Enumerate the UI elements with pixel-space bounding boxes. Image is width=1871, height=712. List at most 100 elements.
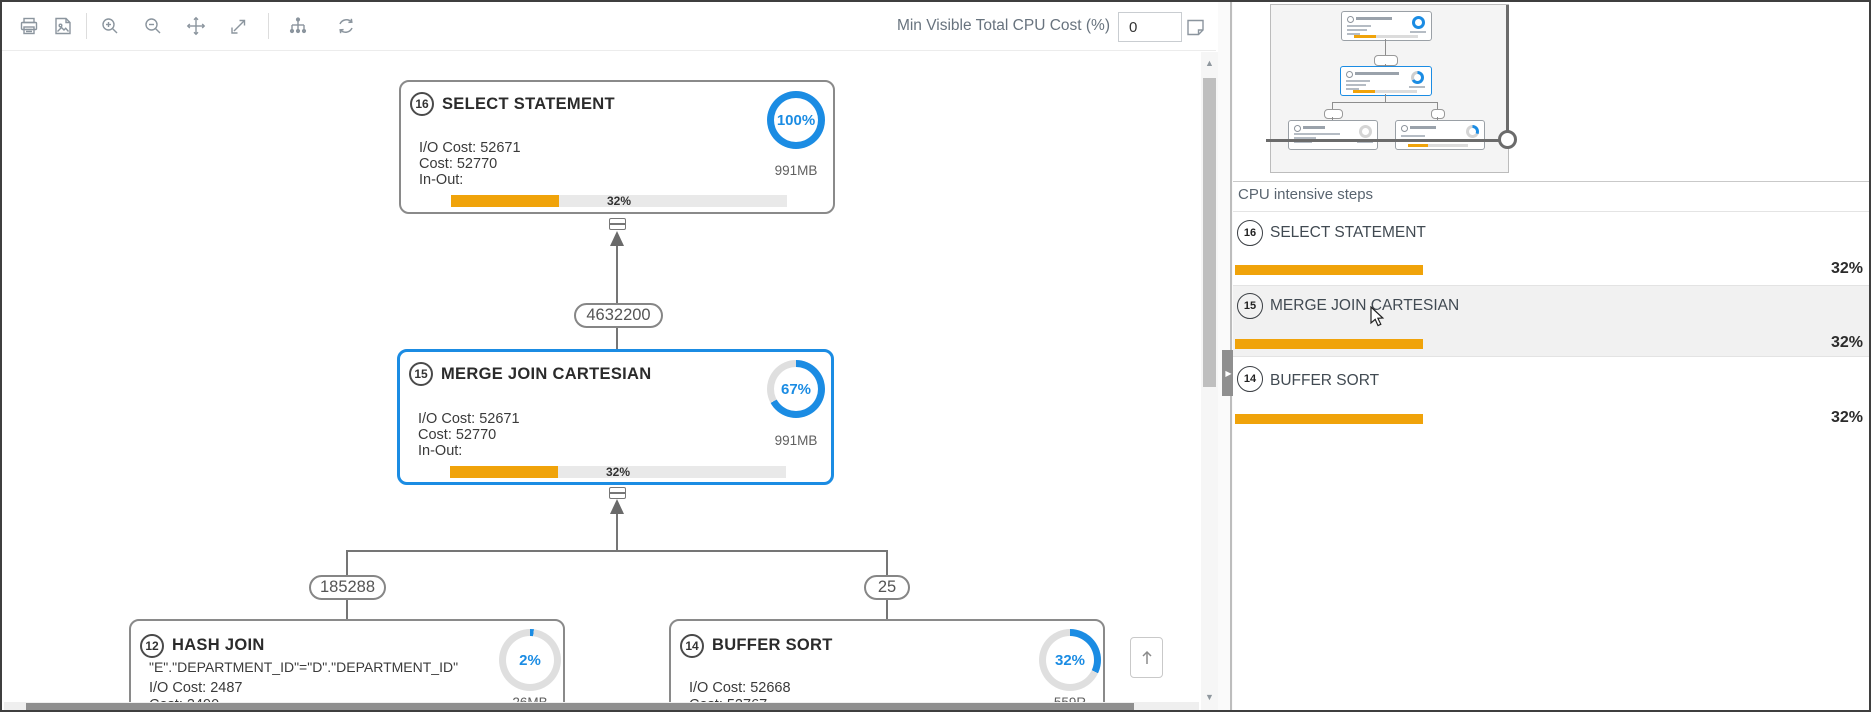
node-title: HASH JOIN — [172, 636, 265, 654]
edge-line — [886, 599, 888, 619]
node-cpu-bar-fill — [450, 466, 558, 478]
edge-line — [616, 246, 618, 304]
step-cpu-pct: 32% — [1830, 409, 1863, 426]
vertical-scrollbar-thumb[interactable] — [1203, 78, 1216, 387]
edge-arrowhead — [610, 231, 624, 246]
panel-divider — [1233, 181, 1869, 182]
min-cpu-label: Min Visible Total CPU Cost (%) — [896, 17, 1110, 34]
cpu-steps-panel: CPU intensive steps 16 SELECT STATEMENT … — [1233, 2, 1869, 710]
edge-arrowhead — [610, 499, 624, 514]
step-cpu-pct: 32% — [1830, 334, 1863, 351]
node-cpu-gauge: 32% — [1039, 629, 1101, 691]
scroll-down-arrow-icon[interactable]: ▼ — [1205, 692, 1214, 702]
plan-node-merge-join-cartesian[interactable]: 15 MERGE JOIN CARTESIAN I/O Cost: 52671 … — [397, 349, 834, 485]
node-cpu-gauge-value: 2% — [519, 651, 541, 669]
edge-line — [886, 551, 888, 575]
toolbar-separator — [86, 13, 87, 39]
refresh-icon[interactable] — [329, 9, 363, 43]
printer-icon[interactable] — [12, 9, 46, 43]
splitter-collapse-handle[interactable]: ▶ — [1222, 350, 1235, 396]
minimap-edge — [1332, 117, 1333, 120]
node-title: BUFFER SORT — [712, 636, 833, 654]
collapse-children-toggle[interactable] — [609, 218, 626, 230]
vertical-scrollbar[interactable]: ▲ ▼ — [1201, 52, 1218, 710]
minimap-edge — [1332, 102, 1333, 109]
zoom-in-icon[interactable] — [93, 9, 127, 43]
node-io-cost: I/O Cost: 2487 — [149, 680, 243, 696]
edge-cardinality-value: 4632200 — [586, 306, 651, 324]
node-cpu-bar: 32% — [451, 194, 787, 208]
minimap-edge — [1332, 102, 1438, 103]
node-inout-label: In-Out: — [418, 443, 463, 459]
minimap-edge — [1385, 94, 1386, 102]
node-cpu-gauge: 100% — [767, 91, 825, 149]
step-number: 16 — [1237, 220, 1263, 246]
minimap-viewport-edge — [1266, 139, 1508, 142]
panel-divider — [1233, 211, 1869, 212]
minimap-viewport-handle[interactable] — [1498, 130, 1517, 149]
scroll-top-button[interactable] — [1130, 637, 1163, 678]
step-label: SELECT STATEMENT — [1270, 224, 1426, 241]
horizontal-scrollbar[interactable] — [4, 702, 1199, 710]
panel-splitter[interactable]: ▶ — [1218, 2, 1235, 710]
collapse-children-toggle[interactable] — [609, 487, 626, 499]
minimap-node — [1341, 11, 1432, 41]
step-number: 15 — [1237, 293, 1263, 319]
note-icon[interactable] — [1184, 16, 1206, 38]
minimap-node — [1395, 120, 1485, 150]
edge-line — [346, 551, 348, 575]
zoom-out-icon[interactable] — [136, 9, 170, 43]
node-cost: Cost: 52770 — [419, 156, 498, 172]
node-number: 16 — [410, 92, 434, 116]
node-cpu-bar-label: 32% — [606, 194, 632, 208]
edge-line — [346, 599, 348, 619]
minimap[interactable] — [1266, 4, 1517, 173]
node-cpu-gauge: 67% — [767, 360, 825, 418]
fit-screen-icon[interactable] — [222, 9, 256, 43]
node-predicate: "E"."DEPARTMENT_ID"="D"."DEPARTMENT_ID" — [149, 659, 459, 675]
plan-node-buffer-sort[interactable]: 14 BUFFER SORT I/O Cost: 52668 Cost: 527… — [669, 619, 1105, 710]
layout-tree-icon[interactable] — [281, 9, 315, 43]
export-image-icon[interactable] — [46, 9, 80, 43]
cpu-step-item-15[interactable]: 15 MERGE JOIN CARTESIAN 32% — [1233, 285, 1869, 357]
cpu-steps-header: CPU intensive steps — [1238, 186, 1374, 203]
step-cpu-bar — [1235, 414, 1423, 424]
edge-cardinality-value: 25 — [877, 578, 897, 596]
minimap-edge — [1437, 117, 1438, 120]
minimap-edge — [1385, 39, 1386, 55]
pan-icon[interactable] — [179, 9, 213, 43]
minimap-node — [1288, 120, 1378, 150]
min-cpu-input[interactable] — [1118, 12, 1182, 42]
cpu-step-item-16[interactable]: 16 SELECT STATEMENT 32% — [1233, 213, 1869, 285]
node-io-cost: I/O Cost: 52668 — [689, 680, 791, 696]
plan-node-select-statement[interactable]: 16 SELECT STATEMENT I/O Cost: 52671 Cost… — [399, 80, 835, 214]
minimap-node-selected — [1340, 66, 1432, 96]
node-io-cost: I/O Cost: 52671 — [419, 140, 521, 156]
node-number: 12 — [140, 634, 164, 658]
diagram-toolbar: Min Visible Total CPU Cost (%) — [2, 2, 1216, 51]
node-inout-label: In-Out: — [419, 172, 464, 188]
edge-branch-line — [346, 550, 888, 552]
edge-cardinality-pill: 185288 — [309, 575, 386, 600]
edge-line — [616, 513, 618, 551]
node-cost: Cost: 52770 — [418, 427, 497, 443]
minimap-viewport-edge — [1506, 5, 1509, 140]
step-cpu-pct: 32% — [1830, 260, 1863, 277]
cpu-step-item-14[interactable]: 14 BUFFER SORT 32% — [1233, 357, 1869, 429]
node-title: SELECT STATEMENT — [442, 95, 615, 113]
step-label: BUFFER SORT — [1270, 372, 1380, 389]
step-label: MERGE JOIN CARTESIAN — [1270, 297, 1460, 314]
minimap-pill — [1374, 55, 1398, 66]
node-cpu-gauge-value: 100% — [776, 111, 816, 129]
node-size: 991MB — [774, 163, 818, 178]
node-cpu-gauge-value: 32% — [1054, 651, 1086, 669]
plan-node-hash-join[interactable]: 12 HASH JOIN "E"."DEPARTMENT_ID"="D"."DE… — [129, 619, 565, 710]
scroll-up-arrow-icon[interactable]: ▲ — [1205, 58, 1214, 68]
minimap-pill — [1431, 109, 1445, 119]
horizontal-scrollbar-thumb[interactable] — [26, 703, 1134, 710]
node-number: 15 — [409, 362, 433, 386]
minimap-edge — [1385, 64, 1386, 66]
node-cpu-bar-label: 32% — [605, 465, 631, 479]
minimap-pill — [1324, 109, 1343, 119]
